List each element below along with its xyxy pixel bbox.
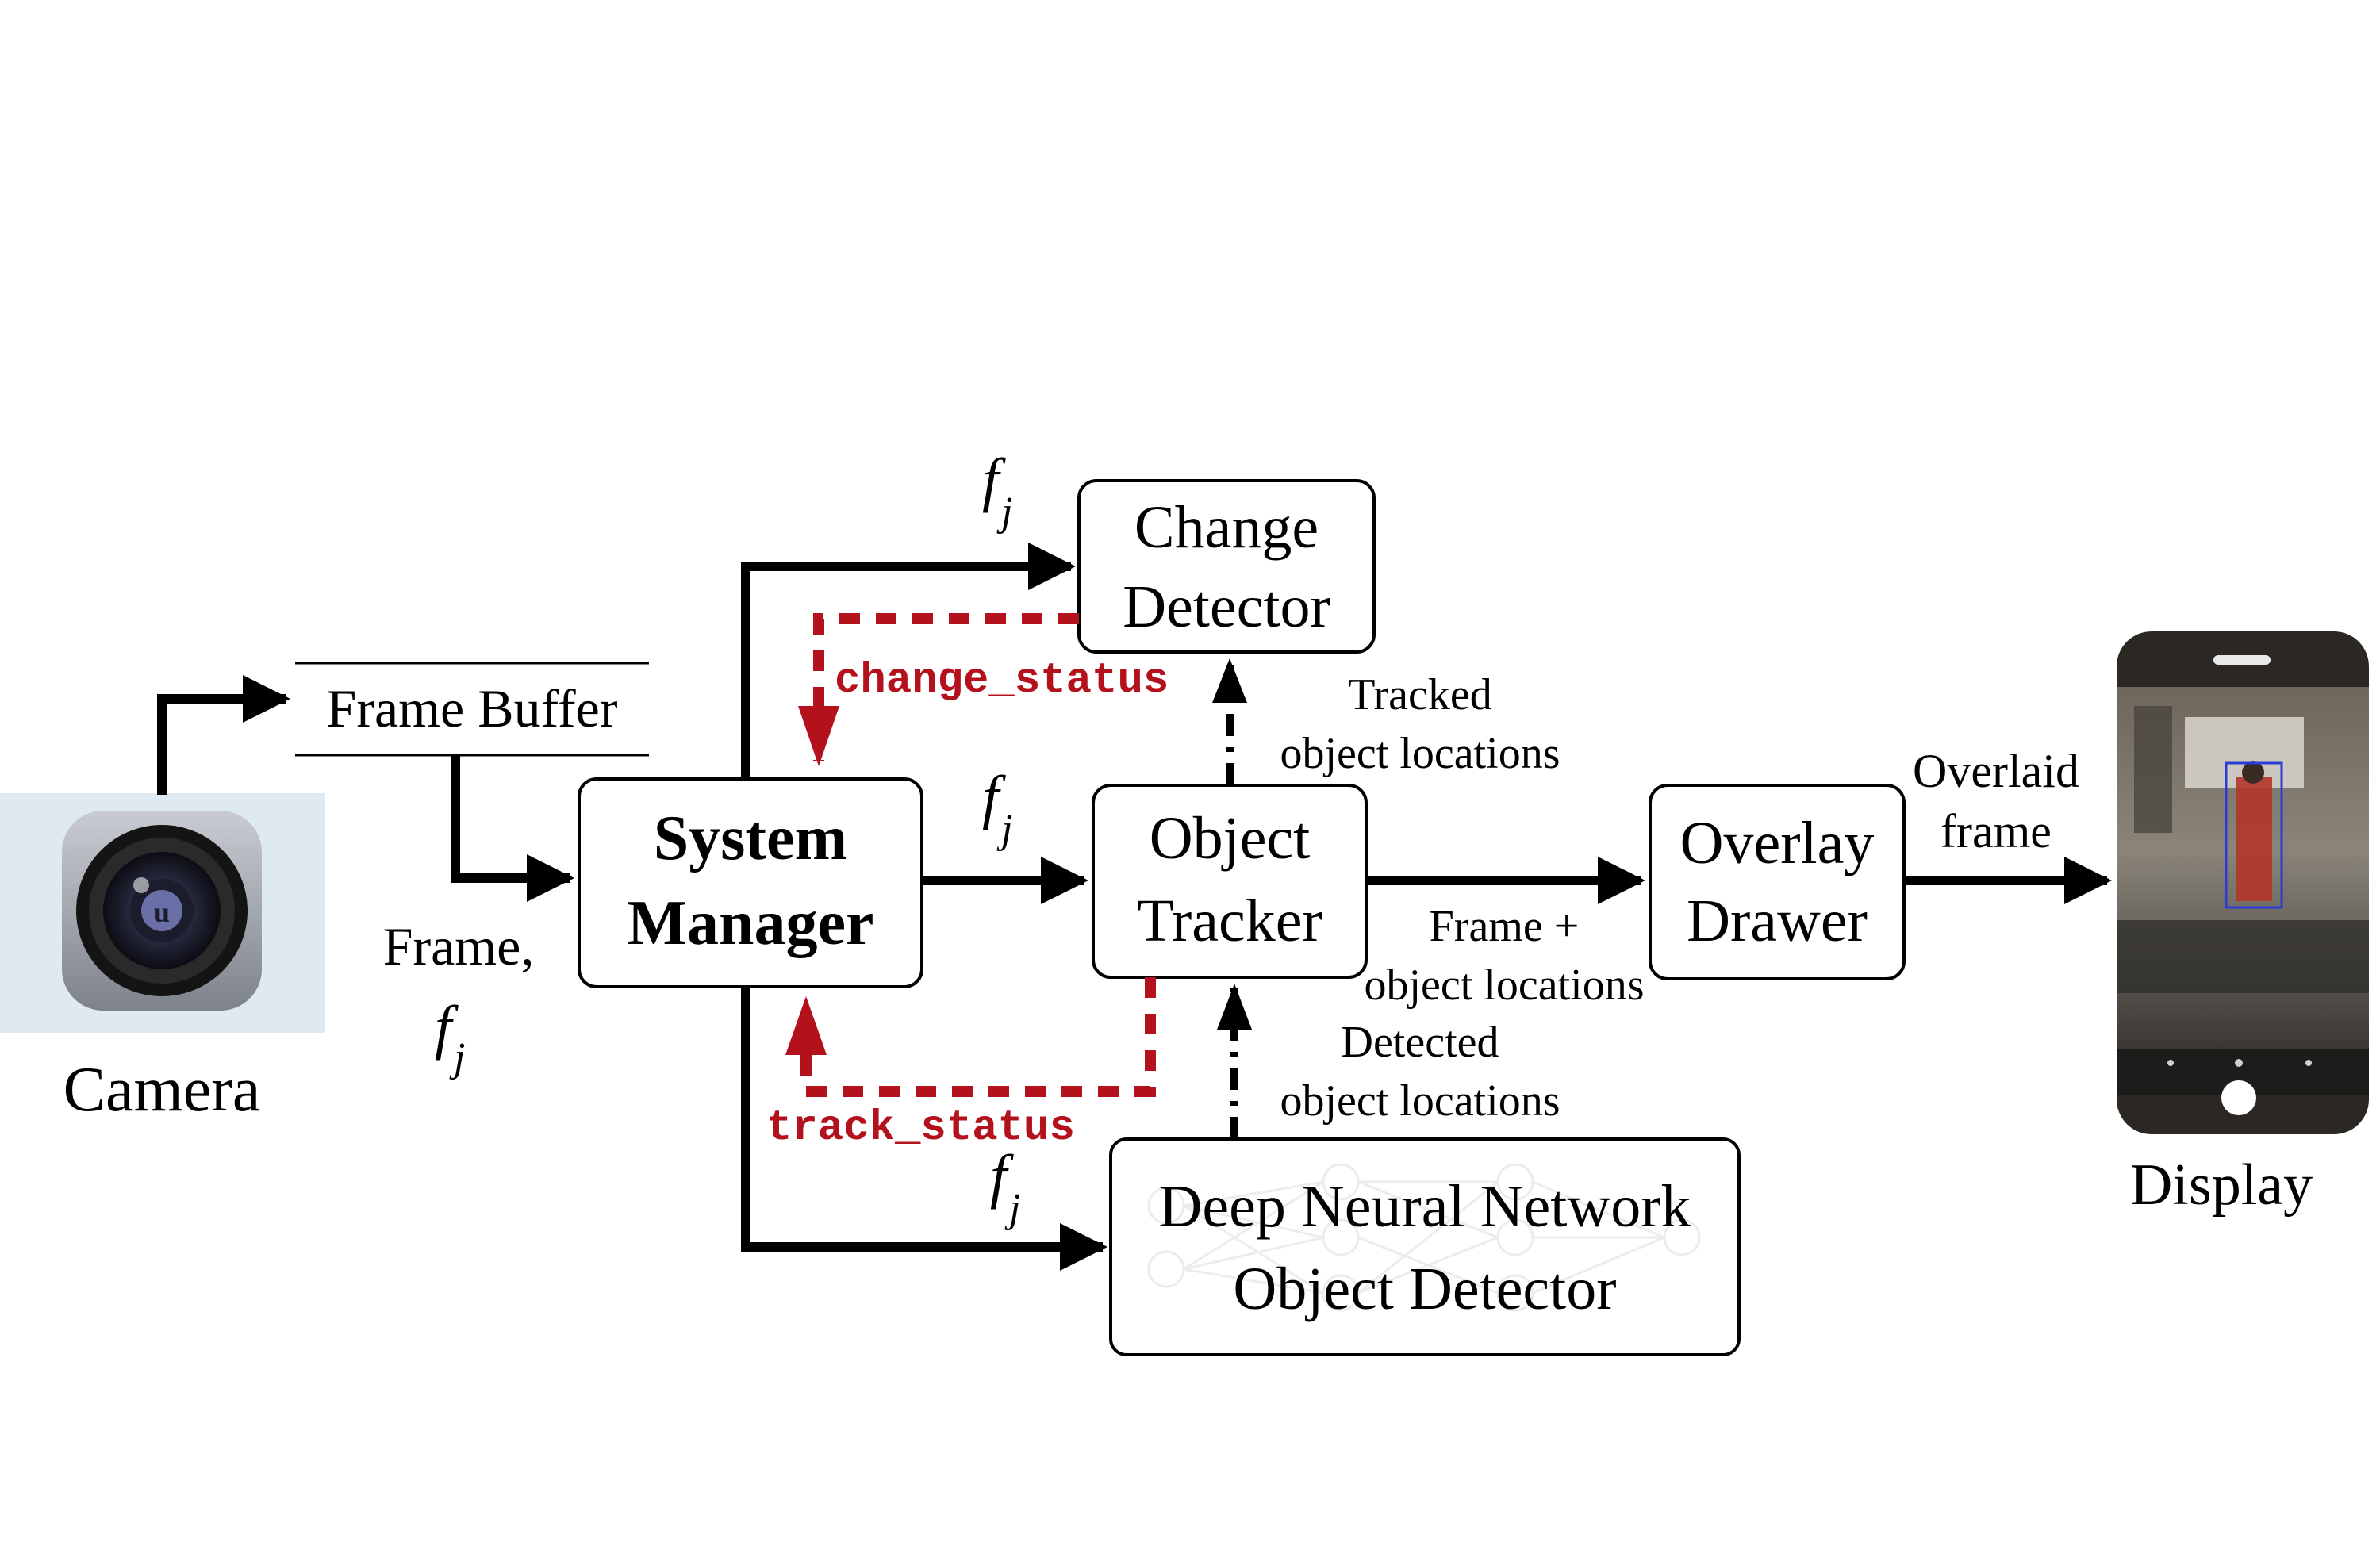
- overlay-drawer-node: Overlay Drawer: [1649, 784, 1906, 980]
- frame-symbol-middle: f j: [982, 764, 1012, 852]
- frame-symbol-middle-sub: j: [996, 807, 1012, 852]
- detected-label-line1: Detected: [1342, 1018, 1499, 1067]
- neural-network-watermark: [1147, 1163, 1701, 1312]
- dnn-detector-box: [1109, 1137, 1741, 1356]
- home-button: [2221, 1080, 2256, 1115]
- arrow-manager-to-change-detector: [741, 543, 1076, 779]
- change-detector-node: Change Detector: [1077, 479, 1376, 654]
- frame-buffer-label: Frame Buffer: [327, 678, 618, 738]
- tracked-label-line1: Tracked: [1348, 670, 1491, 719]
- tracked-arrowhead: [1212, 658, 1247, 703]
- system-manager-node: System Manager: [578, 777, 923, 988]
- frame-input-subscript: j: [449, 1035, 465, 1080]
- display-label: Display: [2130, 1153, 2313, 1218]
- frame-symbol-bottom-sub: j: [1004, 1186, 1020, 1231]
- frame-buffer-node: Frame Buffer: [295, 662, 649, 757]
- display-node: Display: [2117, 631, 2369, 1218]
- frame-input-text: Frame,: [383, 916, 535, 976]
- object-tracker-node: Object Tracker: [1092, 784, 1368, 979]
- frame-plus-label-line2: object locations: [1364, 961, 1644, 1010]
- track-status-arrowhead: [785, 996, 827, 1055]
- system-manager-line2: Manager: [627, 888, 873, 958]
- track-status-path: [800, 977, 1156, 1097]
- overlaid-label-line1: Overlaid: [1913, 745, 2079, 797]
- camera-node: u Camera: [0, 793, 325, 1125]
- dnn-detector-node: Deep Neural Network Object Detector: [1109, 1137, 1741, 1356]
- camera-label: Camera: [63, 1055, 261, 1125]
- dnn-detector-line1: Deep Neural Network: [1158, 1173, 1691, 1240]
- system-manager-line1: System: [654, 804, 847, 873]
- dnn-detector-line2: Object Detector: [1233, 1256, 1616, 1322]
- change-detector-line1: Change: [1134, 494, 1319, 561]
- tracked-label-line2: object locations: [1280, 729, 1560, 778]
- change-status-label: change_status: [835, 657, 1169, 705]
- detection-box: [2225, 761, 2283, 909]
- arrow-buffer-to-manager: [451, 755, 574, 902]
- svg-text:u: u: [154, 896, 170, 928]
- overlay-drawer-line2: Drawer: [1687, 888, 1868, 954]
- detected-label-line2: object locations: [1280, 1076, 1560, 1126]
- frame-plus-label-line1: Frame +: [1430, 902, 1580, 951]
- smartphone-icon: [2117, 631, 2369, 1134]
- overlaid-label-line2: frame: [1940, 805, 2052, 857]
- overlay-drawer-line1: Overlay: [1680, 810, 1875, 876]
- frame-symbol-bottom: f j: [990, 1143, 1020, 1231]
- camera-lens-icon: u: [62, 811, 262, 1011]
- change-status-arrowhead: [798, 706, 839, 766]
- frame-input-label: Frame, f j: [383, 916, 535, 1080]
- frame-symbol-top-sub: j: [996, 489, 1012, 535]
- frame-symbol-top: f j: [982, 447, 1012, 535]
- change-detector-line2: Detector: [1123, 573, 1330, 640]
- arrow-manager-to-dnn: [741, 987, 1107, 1271]
- object-tracker-line2: Tracker: [1137, 888, 1322, 954]
- object-tracker-line1: Object: [1150, 805, 1311, 872]
- track-status-label: track_status: [766, 1104, 1075, 1153]
- arrow-camera-to-buffer: [157, 675, 290, 795]
- detected-arrowhead: [1217, 984, 1252, 1030]
- change-status-path: [813, 613, 1079, 761]
- change-detector-box: [1077, 479, 1376, 654]
